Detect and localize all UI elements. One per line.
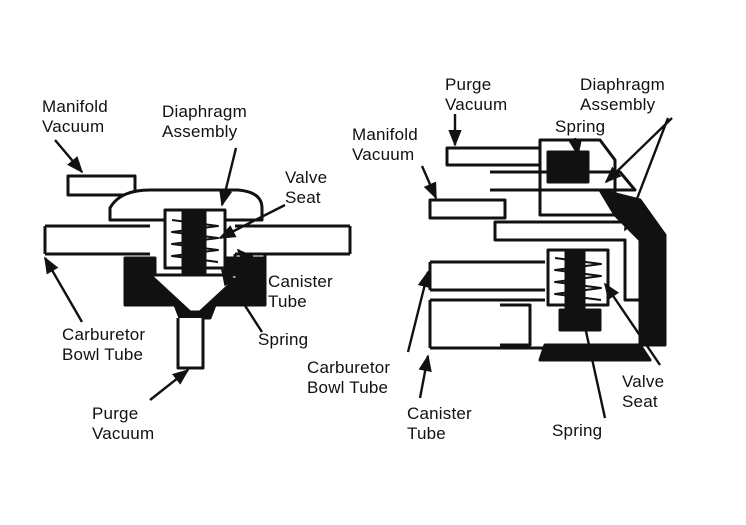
leader-left-diaphragm <box>219 147 238 207</box>
leader-left-purge <box>149 368 190 401</box>
leader-right-diaphragm-a <box>604 117 673 184</box>
leader-left-spring <box>220 268 264 333</box>
right-valve-drawing <box>428 138 667 362</box>
label-left-valve-seat: Valve Seat <box>285 168 328 207</box>
leader-right-diaphragm-b <box>623 117 670 232</box>
label-left-diaphragm-assembly: Diaphragm Assembly <box>162 102 247 141</box>
right-leader-lines <box>406 114 673 419</box>
leader-left-manifold <box>54 139 84 174</box>
label-right-spring-bottom: Spring <box>552 421 603 440</box>
label-left-spring: Spring <box>258 330 309 349</box>
label-right-valve-seat: Valve Seat <box>622 372 665 411</box>
leader-right-canister <box>418 354 432 399</box>
leader-right-spring-top <box>568 137 582 157</box>
leader-right-carb-bowl <box>406 270 431 353</box>
left-valve-drawing <box>43 174 352 370</box>
label-right-purge-vacuum: Purge Vacuum <box>445 75 508 114</box>
left-leader-lines <box>43 139 286 401</box>
leader-left-carb-bowl <box>43 256 84 323</box>
label-left-purge-vacuum: Purge Vacuum <box>92 404 155 443</box>
label-left-carburetor-bowl-tube: Carburetor Bowl Tube <box>62 325 146 364</box>
leader-right-spring-bottom <box>576 302 607 419</box>
label-right-carburetor-bowl-tube: Carburetor Bowl Tube <box>307 358 391 397</box>
label-left-manifold-vacuum: Manifold Vacuum <box>42 97 108 136</box>
label-right-spring-top: Spring <box>555 117 606 136</box>
label-left-canister-tube: Canister Tube <box>268 272 333 311</box>
label-right-canister-tube: Canister Tube <box>407 404 472 443</box>
leader-right-valve-seat <box>604 282 661 366</box>
label-right-diaphragm-assembly: Diaphragm Assembly <box>580 75 665 114</box>
leader-left-canister <box>236 248 261 273</box>
leader-right-manifold <box>420 165 438 200</box>
leader-left-valve-seat <box>218 203 286 240</box>
label-right-manifold-vacuum: Manifold Vacuum <box>352 125 418 164</box>
